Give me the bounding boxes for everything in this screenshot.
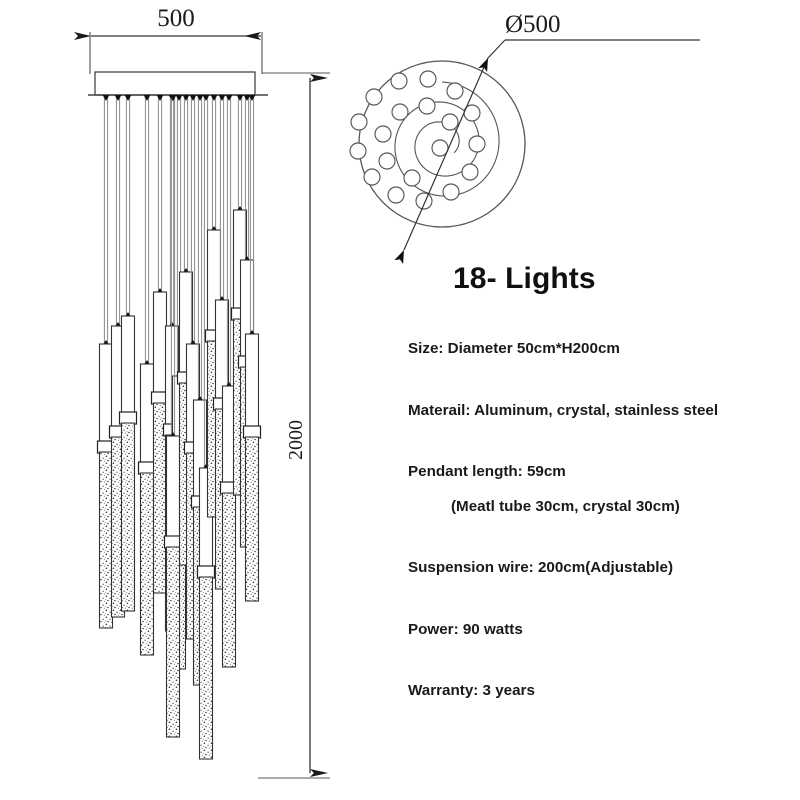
pendant-lamp (118, 95, 138, 612)
ceiling-canopy (88, 71, 268, 96)
collar-band (163, 535, 183, 549)
width-dimension-label: 500 (157, 5, 195, 32)
top-view-lamp-circle (374, 125, 392, 143)
spec-line: Size: Diameter 50cm*H200cm (408, 340, 620, 357)
ceiling-connector (114, 95, 122, 101)
height-dimension-label: 2000 (285, 420, 307, 460)
collar-band (196, 565, 216, 579)
top-view-lamp-circle (365, 88, 383, 106)
top-view-lamp-circle (350, 113, 368, 131)
ceiling-connector (210, 95, 218, 101)
ceiling-connector (175, 95, 183, 101)
metal-tube (139, 363, 155, 471)
crystal-rod (244, 436, 260, 602)
top-view-lamp-circle (403, 169, 421, 187)
diameter-leader-line (394, 39, 700, 265)
top-view-lamp-circle (441, 113, 459, 131)
ceiling-connector (182, 95, 190, 101)
crystal-rod (198, 576, 214, 760)
crystal-rod (139, 472, 155, 656)
metal-tube (244, 333, 260, 435)
spec-line: Materail: Aluminum, crystal, stainless s… (408, 401, 719, 419)
pendant-lamp (150, 95, 170, 594)
top-view-lamp-circle (349, 142, 367, 160)
ceiling-connector (248, 95, 256, 101)
ceiling-connector (124, 95, 132, 101)
spec-line: (Meatl tube 30cm, crystal 30cm) (451, 497, 680, 515)
metal-tube (152, 291, 168, 401)
ceiling-connector (189, 95, 197, 101)
top-view-lamp-circle (461, 163, 479, 181)
ceiling-connector (243, 95, 251, 101)
ceiling-connector (236, 95, 244, 101)
front-elevation (88, 71, 268, 760)
metal-tube (120, 315, 136, 421)
top-view-lamp-circle (468, 135, 486, 153)
height-dimension-2000: 2000 (258, 72, 330, 779)
top-plan-view: Ø500 (349, 11, 700, 265)
pendant-lamp (96, 95, 116, 629)
top-view-lamp-circle (446, 82, 464, 100)
spec-line: Pendant length: 59cm (408, 463, 566, 481)
top-view-lamp-circle (442, 183, 460, 201)
pendant-lamp (163, 95, 183, 738)
top-view-lamp-circle (390, 72, 408, 90)
crystal-rod (221, 492, 237, 668)
ceiling-connector (218, 95, 226, 101)
collar-band (118, 411, 138, 425)
width-dimension-500: 500 (74, 5, 263, 74)
pendant-lamp (137, 95, 157, 656)
spec-line: Power: 90 watts (408, 620, 523, 638)
ceiling-connector (156, 95, 164, 101)
spec-line: Suspension wire: 200cm(Adjustable) (408, 559, 674, 577)
crystal-rod (165, 546, 181, 738)
top-view-lamp-circle (419, 70, 437, 88)
top-view-lamp-circle (378, 152, 396, 170)
ceiling-connector (169, 95, 177, 101)
ceiling-connector (143, 95, 151, 101)
metal-tube (165, 435, 181, 545)
ceiling-connector (102, 95, 110, 101)
top-view-lamp-circle (418, 97, 436, 115)
pendant-lamp (242, 95, 262, 602)
diameter-label: Ø500 (505, 11, 561, 38)
ceiling-connector (196, 95, 204, 101)
top-view-lamp-circle (363, 168, 381, 186)
top-view-lamp-circle (391, 103, 409, 121)
product-title: 18- Lights (453, 262, 596, 295)
collar-band (137, 461, 157, 475)
spec-line: Warranty: 3 years (408, 682, 535, 700)
ceiling-connector (225, 95, 233, 101)
crystal-rod (120, 422, 136, 612)
pendant-lamps (96, 95, 262, 760)
top-view-lamp-circle (415, 192, 433, 210)
crystal-rod (98, 451, 114, 629)
top-view-lamp-circle (387, 186, 405, 204)
collar-band (242, 425, 262, 439)
ceiling-connector (202, 95, 210, 101)
